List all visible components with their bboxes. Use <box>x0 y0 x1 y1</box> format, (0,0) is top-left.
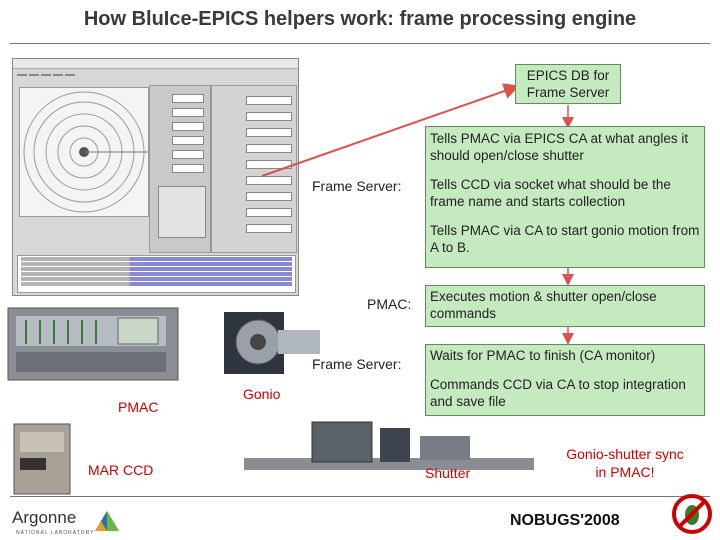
shutter-setup-photo <box>240 410 540 492</box>
gonio-photo <box>218 300 328 386</box>
tells-pmac-gonio-text: Tells PMAC via CA to start gonio motion … <box>430 222 700 256</box>
gonio-shutter-sync-label: Gonio-shutter sync in PMAC! <box>565 445 685 481</box>
commands-ccd-text: Commands CCD via CA to stop integration … <box>430 376 700 410</box>
argonne-logo-text: Argonne <box>12 508 76 528</box>
frame-server-label-1: Frame Server: <box>312 178 401 194</box>
frame-server-box: Tells PMAC via EPICS CA at what angles i… <box>425 126 705 268</box>
gonio-photo-label: Gonio <box>243 386 280 402</box>
footer-divider <box>10 496 710 497</box>
argonne-logo-subtext: NATIONAL LABORATORY <box>16 530 94 536</box>
pmac-photo-label: PMAC <box>118 399 158 415</box>
argonne-logo: Argonne NATIONAL LABORATORY <box>12 508 122 536</box>
shutter-photo-label: Shutter <box>425 465 470 481</box>
pmac-step-label: PMAC: <box>367 296 411 312</box>
frame-server-final-box: Waits for PMAC to finish (CA monitor) Co… <box>425 344 705 416</box>
epics-db-box: EPICS DB for Frame Server <box>515 64 621 104</box>
waits-pmac-text: Waits for PMAC to finish (CA monitor) <box>430 347 700 364</box>
no-bug-icon <box>668 490 716 538</box>
pmac-rack-photo <box>6 298 184 390</box>
nobugs-2008-label: NOBUGS'2008 <box>510 512 620 530</box>
pmac-step-box: Executes motion & shutter open/close com… <box>425 285 705 327</box>
tells-pmac-shutter-text: Tells PMAC via EPICS CA at what angles i… <box>430 130 700 164</box>
argonne-triangle-icon <box>94 510 120 532</box>
mar-ccd-photo <box>8 418 80 500</box>
tells-ccd-text: Tells CCD via socket what should be the … <box>430 176 700 210</box>
mar-ccd-photo-label: MAR CCD <box>88 462 153 478</box>
